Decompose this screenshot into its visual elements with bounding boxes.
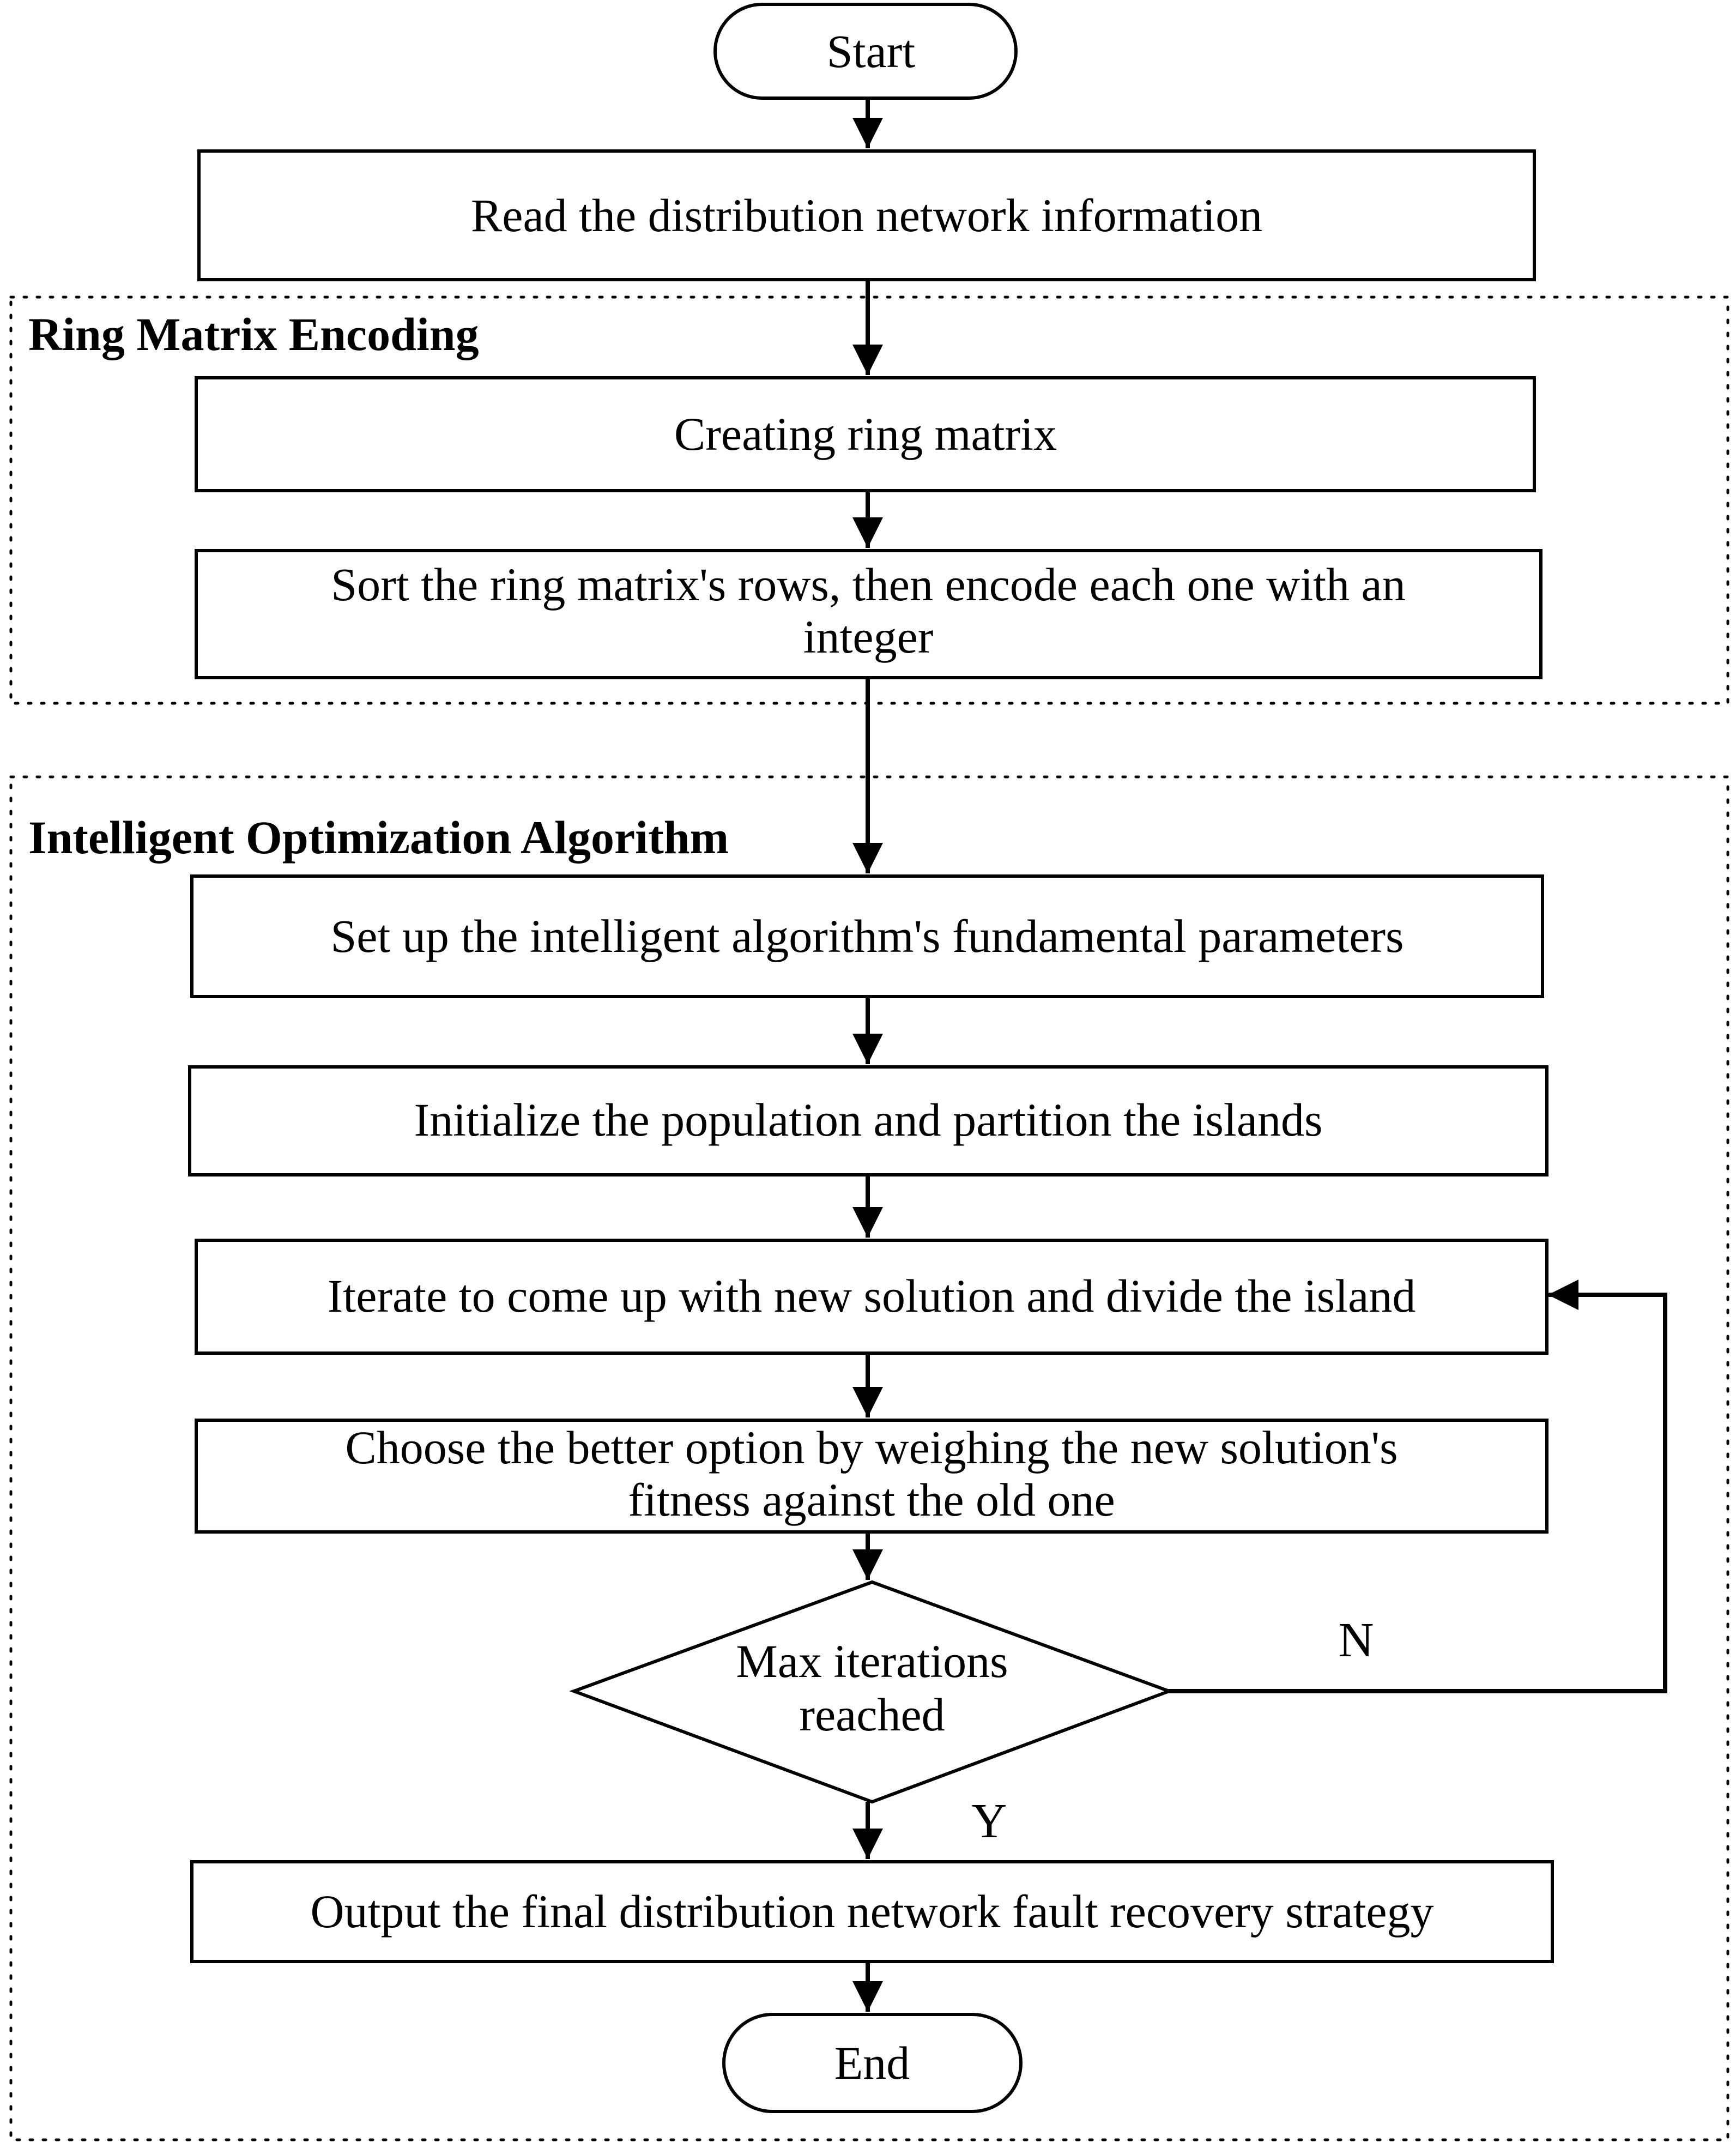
- group-label-optimization: Intelligent Optimization Algorithm: [28, 811, 729, 864]
- node-iterate-label: Iterate to come up with new solution and…: [328, 1270, 1416, 1322]
- node-iterate: Iterate to come up with new solution and…: [195, 1239, 1549, 1355]
- node-choose-better-line1: Choose the better option by weighing the…: [345, 1421, 1398, 1474]
- group-intelligent-optimization: [9, 775, 1729, 2141]
- node-max-iterations-line1: Max iterations: [736, 1635, 1008, 1687]
- node-init-population: Initialize the population and partition …: [188, 1065, 1549, 1176]
- node-max-iterations-line2: reached: [799, 1688, 945, 1741]
- node-end-label: End: [834, 2037, 910, 2089]
- node-setup-params: Set up the intelligent algorithm's funda…: [190, 874, 1544, 998]
- node-start: Start: [713, 3, 1018, 100]
- node-create-matrix: Creating ring matrix: [195, 376, 1536, 492]
- node-sort-rows-line1: Sort the ring matrix's rows, then encode…: [331, 558, 1405, 611]
- edges: [852, 99, 1667, 2012]
- node-setup-params-label: Set up the intelligent algorithm's funda…: [330, 910, 1404, 962]
- node-output-label: Output the final distribution network fa…: [310, 1885, 1433, 1938]
- node-sort-rows: Sort the ring matrix's rows, then encode…: [195, 549, 1543, 679]
- edge-label-no: N: [1339, 1613, 1374, 1667]
- node-max-iterations-decision: Max iterations reached: [569, 1580, 1174, 1804]
- node-choose-better: Choose the better option by weighing the…: [195, 1419, 1549, 1534]
- edge-decision-no-loop: [1168, 1280, 1667, 1693]
- node-sort-rows-line2: integer: [803, 611, 934, 663]
- node-start-label: Start: [827, 25, 916, 77]
- group-label-ring-matrix: Ring Matrix Encoding: [28, 308, 479, 360]
- node-end: End: [722, 2013, 1023, 2113]
- node-create-matrix-label: Creating ring matrix: [674, 408, 1057, 460]
- edge-label-yes: Y: [972, 1794, 1007, 1848]
- node-choose-better-line2: fitness against the old one: [628, 1474, 1115, 1526]
- node-read-info-label: Read the distribution network informatio…: [471, 189, 1262, 242]
- node-init-population-label: Initialize the population and partition …: [414, 1094, 1322, 1146]
- node-read-info: Read the distribution network informatio…: [197, 149, 1536, 281]
- node-output: Output the final distribution network fa…: [190, 1860, 1554, 1963]
